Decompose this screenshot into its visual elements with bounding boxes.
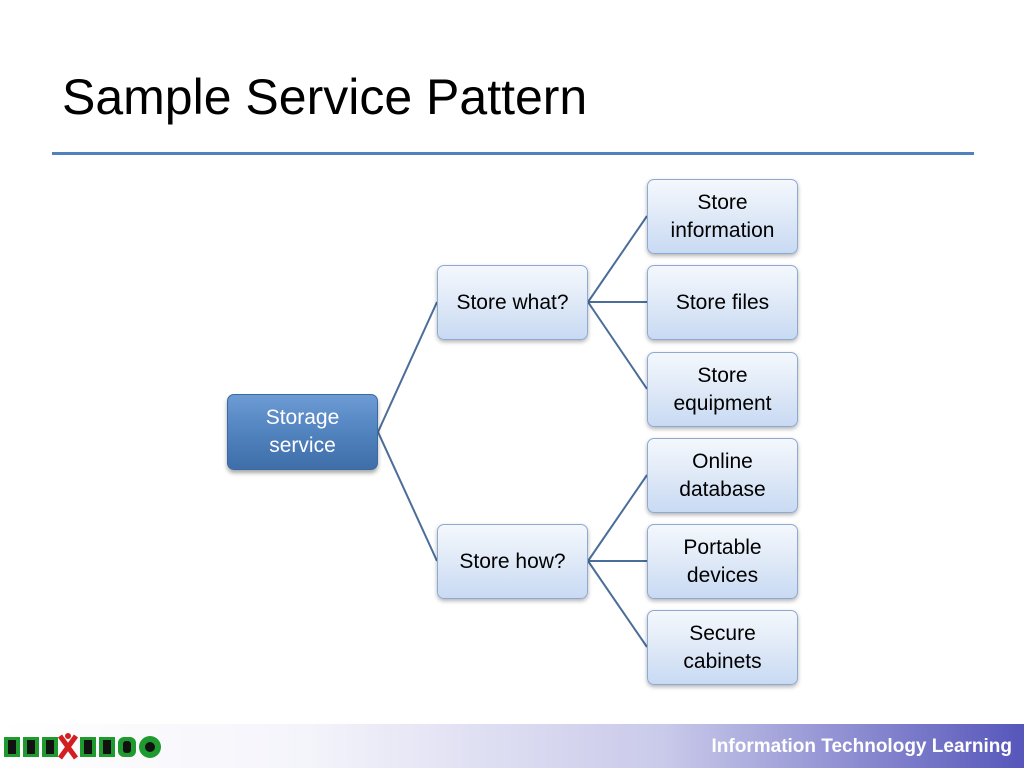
node-storage-service: Storage service (227, 394, 378, 470)
node-store-equipment: Store equipment (647, 352, 798, 427)
node-portable-devices: Portable devices (647, 524, 798, 599)
slide-title: Sample Service Pattern (62, 69, 588, 125)
connector-root-to-how (377, 431, 438, 562)
node-online-database: Online database (647, 438, 798, 513)
node-store-how: Store how? (437, 524, 588, 599)
node-store-files: Store files (647, 265, 798, 340)
node-store-what: Store what? (437, 265, 588, 340)
connector-how-to-database (587, 474, 648, 562)
footer-band (0, 724, 1024, 768)
connector-root-to-what (377, 301, 438, 433)
connector-what-to-equipment (587, 301, 648, 390)
connector-what-to-info (587, 215, 648, 303)
connector-how-to-cabinets (587, 560, 648, 648)
footer-text: Information Technology Learning (711, 736, 1012, 757)
node-secure-cabinets: Secure cabinets (647, 610, 798, 685)
node-store-information: Store information (647, 179, 798, 254)
title-divider (52, 152, 974, 155)
inixindo-logo (4, 733, 161, 760)
